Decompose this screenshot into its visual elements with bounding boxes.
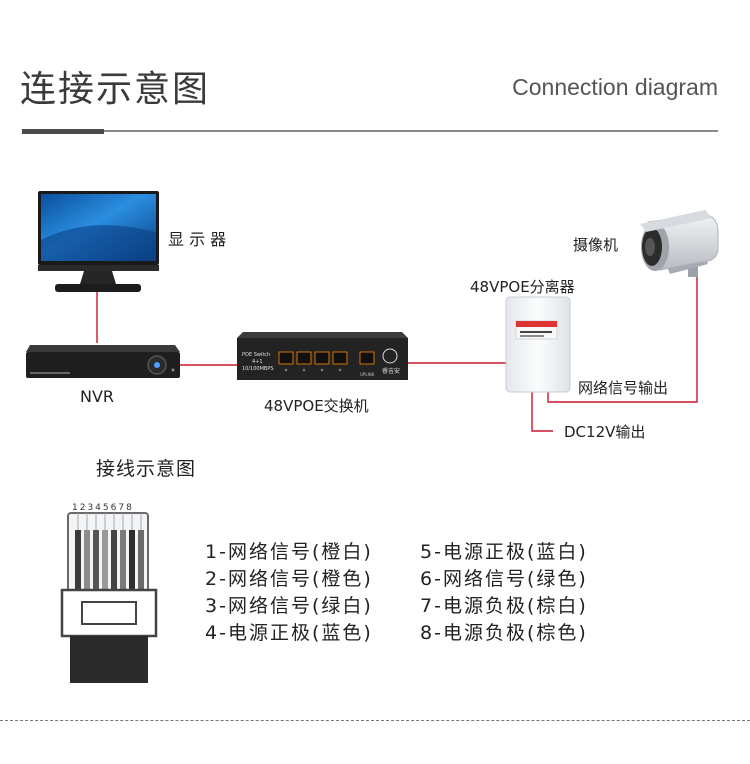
pin-5-label: 5-电源正极(蓝白) bbox=[420, 541, 588, 563]
connection-diagram bbox=[26, 191, 719, 683]
pin-2-label: 2-网络信号(橙色) bbox=[205, 568, 373, 590]
page-subtitle: Connection diagram bbox=[512, 74, 718, 100]
pin-1-label: 1-网络信号(橙白) bbox=[205, 541, 373, 563]
switch-port-count: 4+1 bbox=[252, 359, 263, 365]
pin-8-label: 8-电源负极(棕色) bbox=[420, 622, 588, 644]
header-divider-accent bbox=[22, 129, 104, 134]
legend-row: 4-电源正极(蓝色) 8-电源负极(棕色) bbox=[205, 618, 645, 645]
switch-logo: 睿吉安 bbox=[382, 368, 401, 375]
nvr-icon bbox=[26, 345, 180, 378]
nvr-label: NVR bbox=[80, 387, 115, 406]
legend-row: 3-网络信号(绿白) 7-电源负极(棕白) bbox=[205, 591, 645, 618]
switch-label: 48VPOE交换机 bbox=[264, 397, 369, 415]
switch-icon bbox=[237, 332, 408, 380]
camera-label: 摄像机 bbox=[573, 236, 619, 254]
footer-divider bbox=[0, 720, 750, 721]
pin-6-label: 6-网络信号(绿色) bbox=[420, 568, 588, 590]
switch-brand: POE Switch bbox=[242, 352, 271, 358]
header-divider bbox=[22, 129, 718, 134]
legend-row: 2-网络信号(橙色) 6-网络信号(绿色) bbox=[205, 564, 645, 591]
pin-numbers: 12345678 bbox=[72, 503, 134, 513]
pin-4-label: 4-电源正极(蓝色) bbox=[205, 622, 373, 644]
splitter-label: 48VPOE分离器 bbox=[470, 278, 575, 296]
network-output-label: 网络信号输出 bbox=[578, 379, 669, 397]
switch-uplink: UPLINK bbox=[360, 372, 375, 377]
pin-7-label: 7-电源负极(棕白) bbox=[420, 595, 588, 617]
cable-lines bbox=[96, 276, 698, 432]
monitor-label: 显 示 器 bbox=[168, 230, 227, 249]
header-divider-line bbox=[104, 130, 718, 132]
pin-legend: 1-网络信号(橙白) 5-电源正极(蓝白) 2-网络信号(橙色) 6-网络信号(… bbox=[205, 537, 645, 645]
rj45-plug-icon bbox=[60, 512, 158, 683]
camera-icon bbox=[640, 210, 719, 277]
cable-dc-output bbox=[531, 392, 553, 432]
cable-network-output bbox=[547, 276, 698, 403]
dc-output-label: DC12V输出 bbox=[564, 423, 646, 441]
pin-3-label: 3-网络信号(绿白) bbox=[205, 595, 373, 617]
rj45-wires bbox=[75, 530, 144, 598]
splitter-icon bbox=[505, 296, 571, 393]
page-title: 连接示意图 bbox=[20, 69, 211, 110]
monitor-icon bbox=[38, 191, 159, 292]
legend-row: 1-网络信号(橙白) 5-电源正极(蓝白) bbox=[205, 537, 645, 564]
wiring-title: 接线示意图 bbox=[96, 458, 197, 480]
switch-speed: 10/100MBPS bbox=[242, 366, 274, 372]
